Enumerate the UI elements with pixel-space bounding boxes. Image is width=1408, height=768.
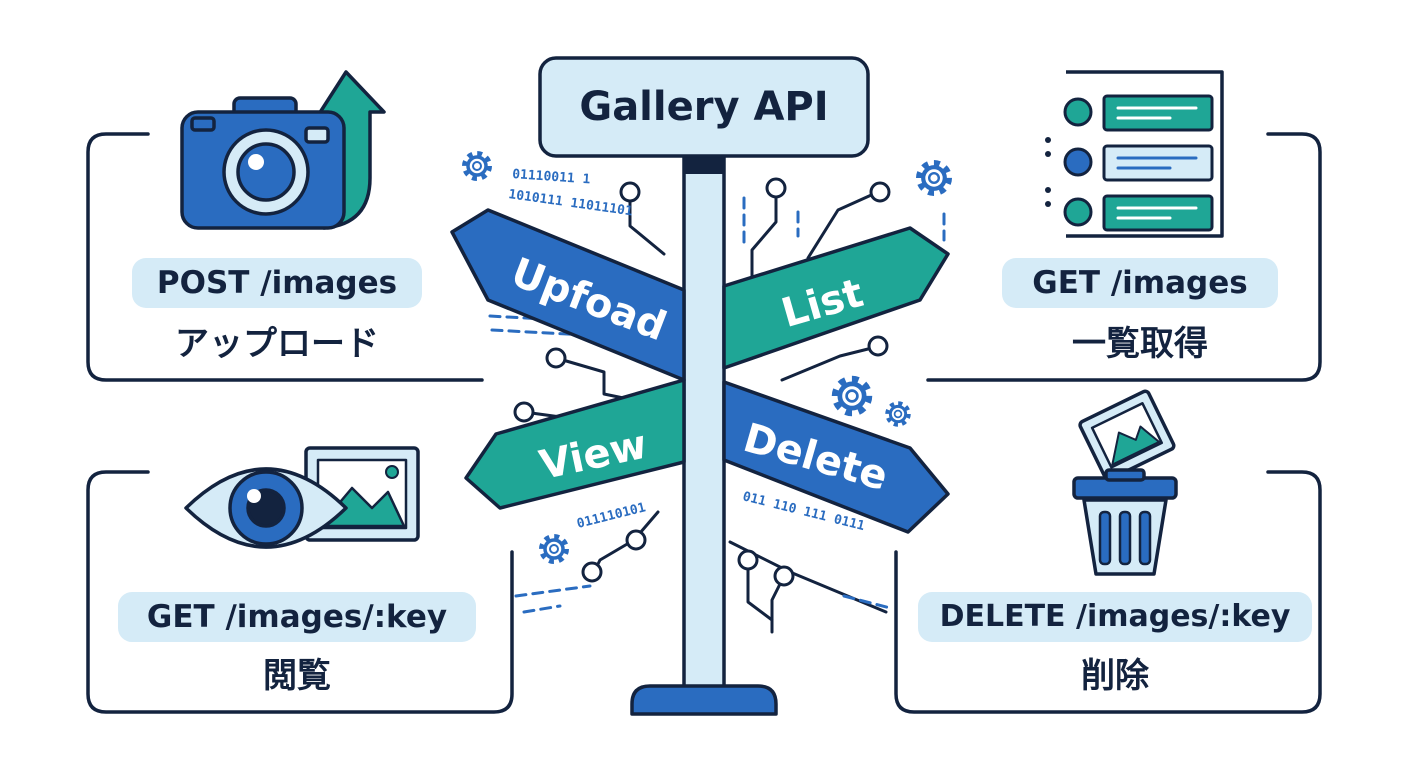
binary-text: 01110011 1 bbox=[512, 167, 591, 187]
gear-icon bbox=[542, 537, 566, 561]
gear-icon bbox=[920, 164, 949, 193]
label-view: 閲覧 bbox=[263, 656, 331, 696]
gear-icon bbox=[465, 154, 489, 178]
route-delete: DELETE /images/:key bbox=[918, 592, 1312, 642]
binary-text: 1010111 11011101 bbox=[507, 187, 633, 219]
gear-icon bbox=[836, 380, 868, 412]
sign-list: List bbox=[722, 226, 950, 370]
label-list: 一覧取得 bbox=[1072, 324, 1208, 364]
signpost-pole bbox=[630, 148, 778, 716]
binary-text: 011110101 bbox=[575, 500, 647, 532]
label-delete: 削除 bbox=[1081, 656, 1149, 696]
sign-view: View bbox=[464, 378, 686, 510]
camera-upload-icon bbox=[180, 70, 386, 230]
circuit-nodes bbox=[513, 177, 891, 587]
frame-delete bbox=[894, 470, 1322, 714]
list-icon bbox=[1045, 70, 1224, 238]
route-list: GET /images bbox=[1002, 258, 1278, 308]
title-sign bbox=[538, 56, 870, 158]
frame-list bbox=[926, 132, 1322, 382]
gear-icon bbox=[888, 404, 908, 424]
frame-view bbox=[86, 470, 514, 714]
eye-image-icon bbox=[184, 446, 420, 549]
trash-icon bbox=[1072, 389, 1178, 576]
sign-upload: Upfoad bbox=[450, 208, 686, 382]
route-upload: POST /images bbox=[132, 258, 422, 308]
frame-upload bbox=[86, 132, 484, 382]
label-upload: アップロード bbox=[175, 324, 379, 364]
route-view: GET /images/:key bbox=[118, 592, 476, 642]
title: Gallery API bbox=[579, 84, 829, 130]
